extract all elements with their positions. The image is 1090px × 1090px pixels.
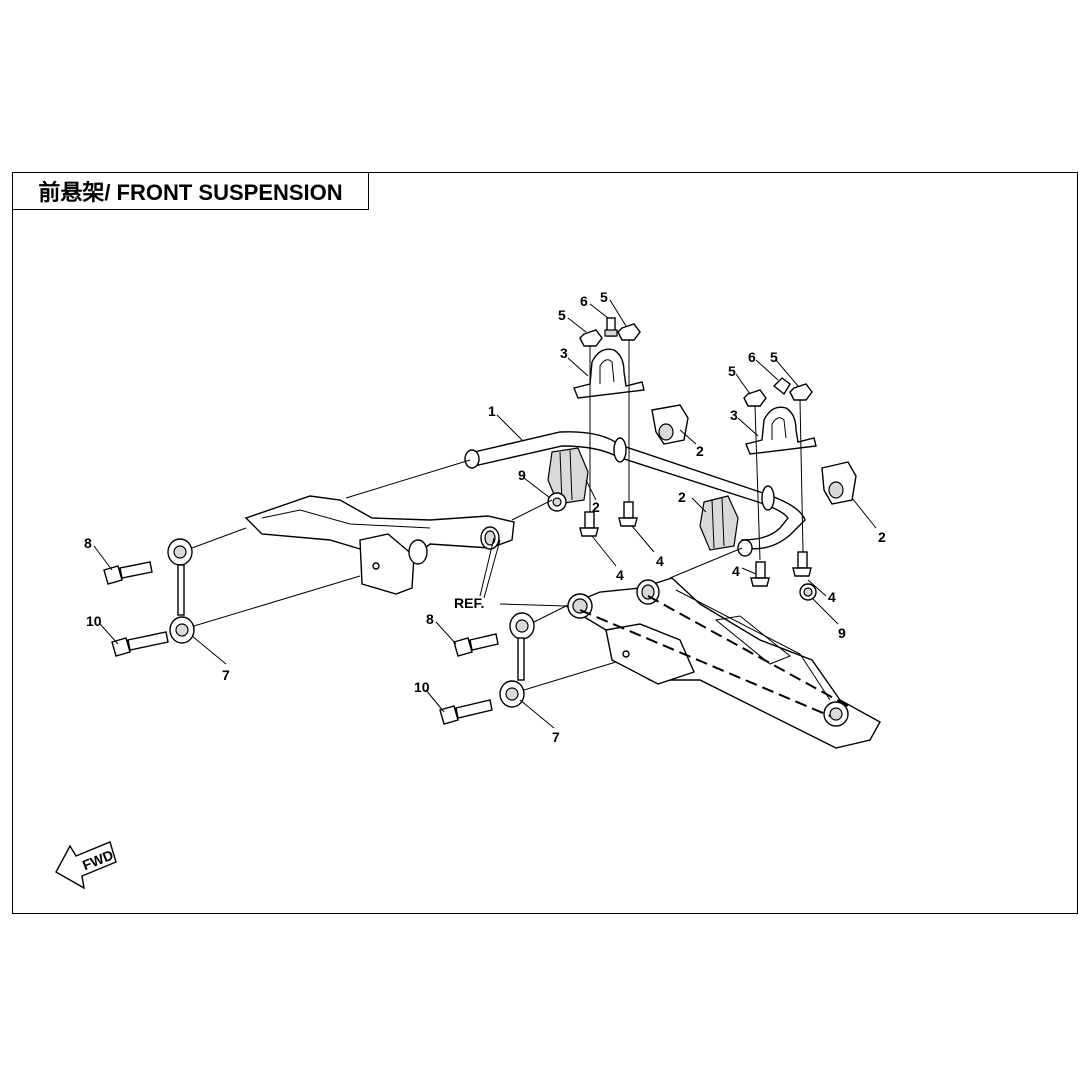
callout-10: 10	[86, 613, 102, 629]
ref-label: REF.	[454, 595, 484, 611]
bolt-8-right	[453, 633, 499, 657]
bolt-4c	[750, 561, 770, 587]
washer-9b	[799, 583, 817, 601]
washer-9a	[547, 492, 567, 512]
callout-4: 4	[828, 589, 836, 605]
callout-3: 3	[730, 407, 738, 423]
callout-4: 4	[656, 553, 664, 569]
nut-5c	[743, 389, 767, 407]
nut-5a	[579, 329, 603, 347]
left-a-arm	[244, 495, 515, 595]
callout-2: 2	[696, 443, 704, 459]
right-a-arm	[564, 577, 881, 749]
bracket-right	[745, 406, 817, 455]
callout-9: 9	[518, 467, 526, 483]
callout-8: 8	[84, 535, 92, 551]
fitting-6a	[604, 317, 618, 337]
bolt-10-left	[111, 631, 169, 657]
callout-1: 1	[488, 403, 496, 419]
fitting-6b	[772, 377, 791, 396]
callout-5: 5	[600, 289, 608, 305]
nut-5d	[789, 383, 813, 401]
stabilizer-bar	[464, 431, 806, 557]
stabilizer-link-left	[167, 538, 195, 644]
bolt-4b	[618, 501, 638, 527]
drawing-frame	[12, 172, 1078, 914]
callout-7: 7	[222, 667, 230, 683]
leader-lines	[93, 299, 877, 729]
callout-2: 2	[678, 489, 686, 505]
bushing-loose-upper	[651, 404, 689, 445]
callout-5: 5	[770, 349, 778, 365]
callout-9: 9	[838, 625, 846, 641]
diagram-title: 前悬架/ FRONT SUSPENSION	[38, 180, 343, 205]
callout-7: 7	[552, 729, 560, 745]
bushing-loose-right	[821, 461, 857, 505]
callout-6: 6	[748, 349, 756, 365]
stabilizer-link-right	[499, 612, 535, 708]
bolt-10-right	[439, 699, 493, 725]
callout-4: 4	[732, 563, 740, 579]
callout-10: 10	[414, 679, 430, 695]
callout-8: 8	[426, 611, 434, 627]
bolt-4d	[792, 551, 812, 577]
bracket-left	[573, 348, 645, 399]
callout-4: 4	[616, 567, 624, 583]
callout-2: 2	[592, 499, 600, 515]
bolt-4a	[579, 511, 599, 537]
callout-2: 2	[878, 529, 886, 545]
callout-labels: 1 2 2 2 2 3 3 4 4 4 4 5 5 5 5 6 6 7 7 8 …	[84, 289, 886, 745]
callout-3: 3	[560, 345, 568, 361]
callout-6: 6	[580, 293, 588, 309]
title-box: 前悬架/ FRONT SUSPENSION	[12, 172, 369, 210]
nut-5b	[617, 323, 641, 341]
bolt-8-left	[103, 561, 153, 585]
callout-5: 5	[728, 363, 736, 379]
bushing-right-on-bar	[699, 495, 739, 551]
callout-5: 5	[558, 307, 566, 323]
fwd-arrow-icon: FWD	[55, 841, 117, 890]
